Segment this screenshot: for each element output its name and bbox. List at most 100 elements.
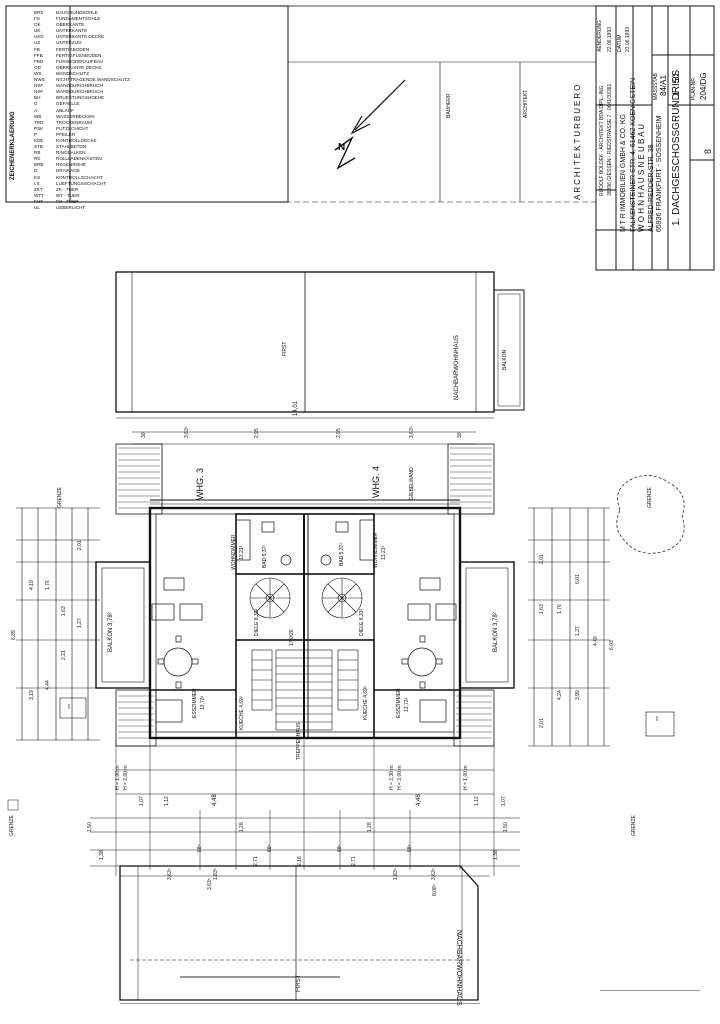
height-200-left: H = 2,00 m: [123, 765, 129, 790]
date: 22.06.1993: [607, 26, 613, 52]
sheet-no: 8: [703, 148, 713, 154]
north-arrow-z: [334, 135, 356, 170]
legend-item: NICHTTRAGENDE WANDSCHLITZ: [56, 77, 130, 83]
legend-code: RB: [34, 150, 41, 156]
dim-112-left: 1,12: [164, 796, 170, 806]
legend-item: UNTERZUG: [56, 40, 82, 46]
dim-201-right: 2,01: [539, 554, 545, 564]
dim-total: 14,01: [293, 400, 299, 416]
dim-448-left: 4,48: [212, 794, 218, 806]
legend-code: OD: [34, 64, 41, 70]
height-230-right: H = 2,30 m: [389, 765, 395, 790]
neighbour-house-bottom: [119, 865, 479, 1001]
dim-271-left: 2,71: [253, 856, 259, 866]
dim-201-left: 2,01: [77, 540, 83, 550]
legend-code: UL: [34, 205, 40, 210]
height-100-left: H = 1,00 m: [115, 765, 121, 790]
bad-right-label: BAD 5,37²: [339, 542, 345, 566]
legend-item: ABLAUF: [56, 107, 74, 113]
diele-left-label: DIELE 8,33²: [254, 608, 260, 636]
dim-138-left: 1,38: [99, 850, 105, 860]
neighbour-house-top-label: NACHBARWOHNHAUS: [454, 335, 460, 400]
dim-mid-right: 2,95: [336, 428, 342, 438]
esszimmer-left-label: ESSZIMMER: [192, 688, 198, 718]
kueche-right-label: KUECHE 4,69²: [363, 686, 369, 720]
dim-365-lower: 3,63⁵: [207, 878, 213, 890]
wohnzimmer-right-area: 13,21²: [381, 545, 387, 560]
legend-code: NSF: [34, 89, 44, 95]
dim-163-right: 1,63: [539, 604, 545, 614]
dim-138-right: 1,38: [493, 850, 499, 860]
dim-107-left: 1,07: [139, 796, 145, 806]
project-name: W O H N H A U S N E U B A U: [637, 123, 646, 232]
dim-112-right: 1,12: [474, 796, 480, 806]
legend-item: UEBERLICHT: [56, 205, 86, 210]
date-header: DATUM: [617, 34, 623, 52]
furniture: [151, 577, 457, 723]
dim-183-left: 1,83⁵: [213, 868, 219, 880]
treppen-area-label: 17,0/26: [289, 629, 295, 646]
bath-fixtures: [235, 519, 375, 566]
scale-value: 1 : 50: [671, 73, 681, 96]
project-address: ALFRED-REDDER-STR. 38: [648, 144, 655, 232]
scan-noise: [120, 976, 700, 1004]
legend-code: UKD: [34, 34, 44, 40]
whg3-label: WHG. 3: [195, 467, 205, 500]
dim-150-right: 1,50: [503, 822, 509, 832]
client-line2: FALKENSTEINER STR. 4, 61462 KOENIGSTEIN: [630, 77, 637, 232]
dim-449: 4,49: [593, 636, 599, 646]
dim-163-left: 1,63: [61, 606, 67, 616]
legend-item: PFEILER: [56, 131, 76, 137]
balcony-top: [493, 289, 525, 411]
legend-item: BAUGRUNDSOHLE: [56, 10, 98, 15]
balcony-right: [459, 561, 515, 689]
legend-code: NWS: [34, 77, 45, 83]
diele-right-label: DIELE 8,33²: [359, 608, 365, 636]
dim-885-c: 88⁵: [337, 844, 343, 852]
balkon-top-label: BALKON: [502, 349, 508, 370]
dim-601: 6,01: [575, 574, 581, 584]
height-200-right: H = 2,00 m: [397, 765, 403, 790]
dim-689: 6,89: [11, 630, 17, 640]
legend-code: FBD: [34, 58, 44, 64]
legend-code: G: [34, 101, 38, 107]
plan-no: 204/DG: [699, 72, 708, 100]
height-100-right: H = 1,00 m: [463, 765, 469, 790]
legend-code: A: [34, 107, 38, 113]
dim-365-bottom-right: 3,63⁵: [431, 868, 437, 880]
legend-code: KDE: [34, 137, 44, 143]
bad-left-label: BAD 5,37²: [262, 544, 268, 568]
legend-code: OK: [34, 22, 41, 28]
grenze-right-label: GRENZE: [647, 487, 653, 508]
balkon-left-label: BALKON 3,78²: [108, 612, 114, 652]
whg4-label: WHG. 4: [371, 465, 381, 498]
dim-221: 2,21: [61, 650, 67, 660]
first-bottom-label: FIRST: [296, 974, 302, 992]
balcony-left: [95, 561, 151, 689]
section-marker-right: I: [656, 716, 658, 723]
dim-444: 4,44: [45, 680, 51, 690]
dim-107-right: 1,07: [501, 796, 507, 806]
legend-code: NSF: [34, 83, 44, 89]
architect-name: RUDOLF BOLDEK · ARCHITEKT BDA DIPL.-ING.: [599, 84, 605, 196]
grenze-left-label: GRENZE: [57, 487, 63, 508]
legend-item: BRUESTUNGSHOEHE: [56, 95, 105, 101]
legend-code: PSK: [34, 125, 44, 131]
dim-201-right-b: 2,01: [539, 718, 545, 728]
legend-code: FHT: [34, 198, 43, 204]
legend-item: UNTERKANTE DECKE: [56, 34, 105, 40]
dim-216: 2,16: [297, 856, 303, 866]
dim-30-left: 30: [141, 432, 147, 438]
dim-885-a: 88⁵: [197, 844, 203, 852]
dim-mid-left: 2,95: [254, 428, 260, 438]
legend-code: BH: [34, 95, 41, 101]
dim-176-right: 1,76: [557, 604, 563, 614]
dim-448-right: 4,48: [416, 794, 422, 806]
legend-item: RINGBALKEN: [56, 150, 86, 156]
dim-885-d: 88⁵: [407, 844, 413, 852]
dim-271-right: 2,71: [351, 856, 357, 866]
dim-365-left: 3,63⁵: [184, 426, 190, 438]
legend-code: ZKT: [34, 186, 43, 192]
plan-no-label: PLAN-NR.: [691, 76, 697, 100]
